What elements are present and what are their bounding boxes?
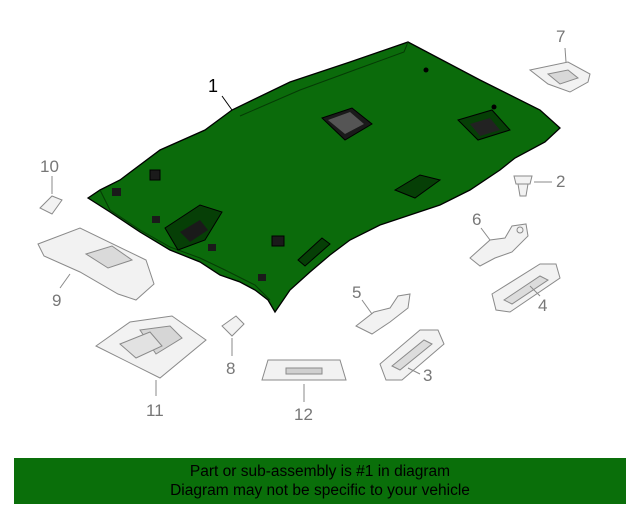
callout-10: 10	[40, 157, 59, 176]
callout-3: 3	[423, 366, 433, 385]
callout-12: 12	[294, 405, 313, 424]
dome-lamp-part[interactable]	[528, 61, 591, 93]
callout-2: 2	[556, 172, 566, 191]
callout-1: 1	[208, 76, 219, 96]
bracket-part-6[interactable]	[469, 223, 529, 267]
callout-8: 8	[226, 359, 236, 378]
lamp-part-12[interactable]	[261, 359, 347, 381]
callout-7: 7	[556, 27, 566, 46]
parts-diagram	[37, 41, 591, 402]
banner-line-1: Part or sub-assembly is #1 in diagram	[189, 463, 451, 480]
callout-6: 6	[472, 210, 482, 229]
banner-line-2: Diagram may not be specific to your vehi…	[170, 482, 470, 499]
cover-part-8[interactable]	[221, 315, 245, 337]
callout-4: 4	[538, 296, 548, 315]
grab-handle-part-4[interactable]	[491, 263, 561, 313]
bracket-part-5[interactable]	[355, 293, 411, 335]
console-part-11[interactable]	[95, 315, 207, 379]
callout-9: 9	[52, 291, 62, 310]
info-banner: Part or sub-assembly is #1 in diagram Di…	[14, 458, 626, 504]
clip-part-10[interactable]	[39, 195, 63, 215]
clip-part[interactable]	[513, 175, 533, 197]
grab-handle-part-3[interactable]	[379, 329, 445, 381]
callout-11: 11	[146, 401, 164, 420]
callout-5: 5	[352, 283, 362, 302]
headliner-part[interactable]	[86, 41, 561, 314]
sun-visor-part-9[interactable]	[37, 227, 155, 301]
